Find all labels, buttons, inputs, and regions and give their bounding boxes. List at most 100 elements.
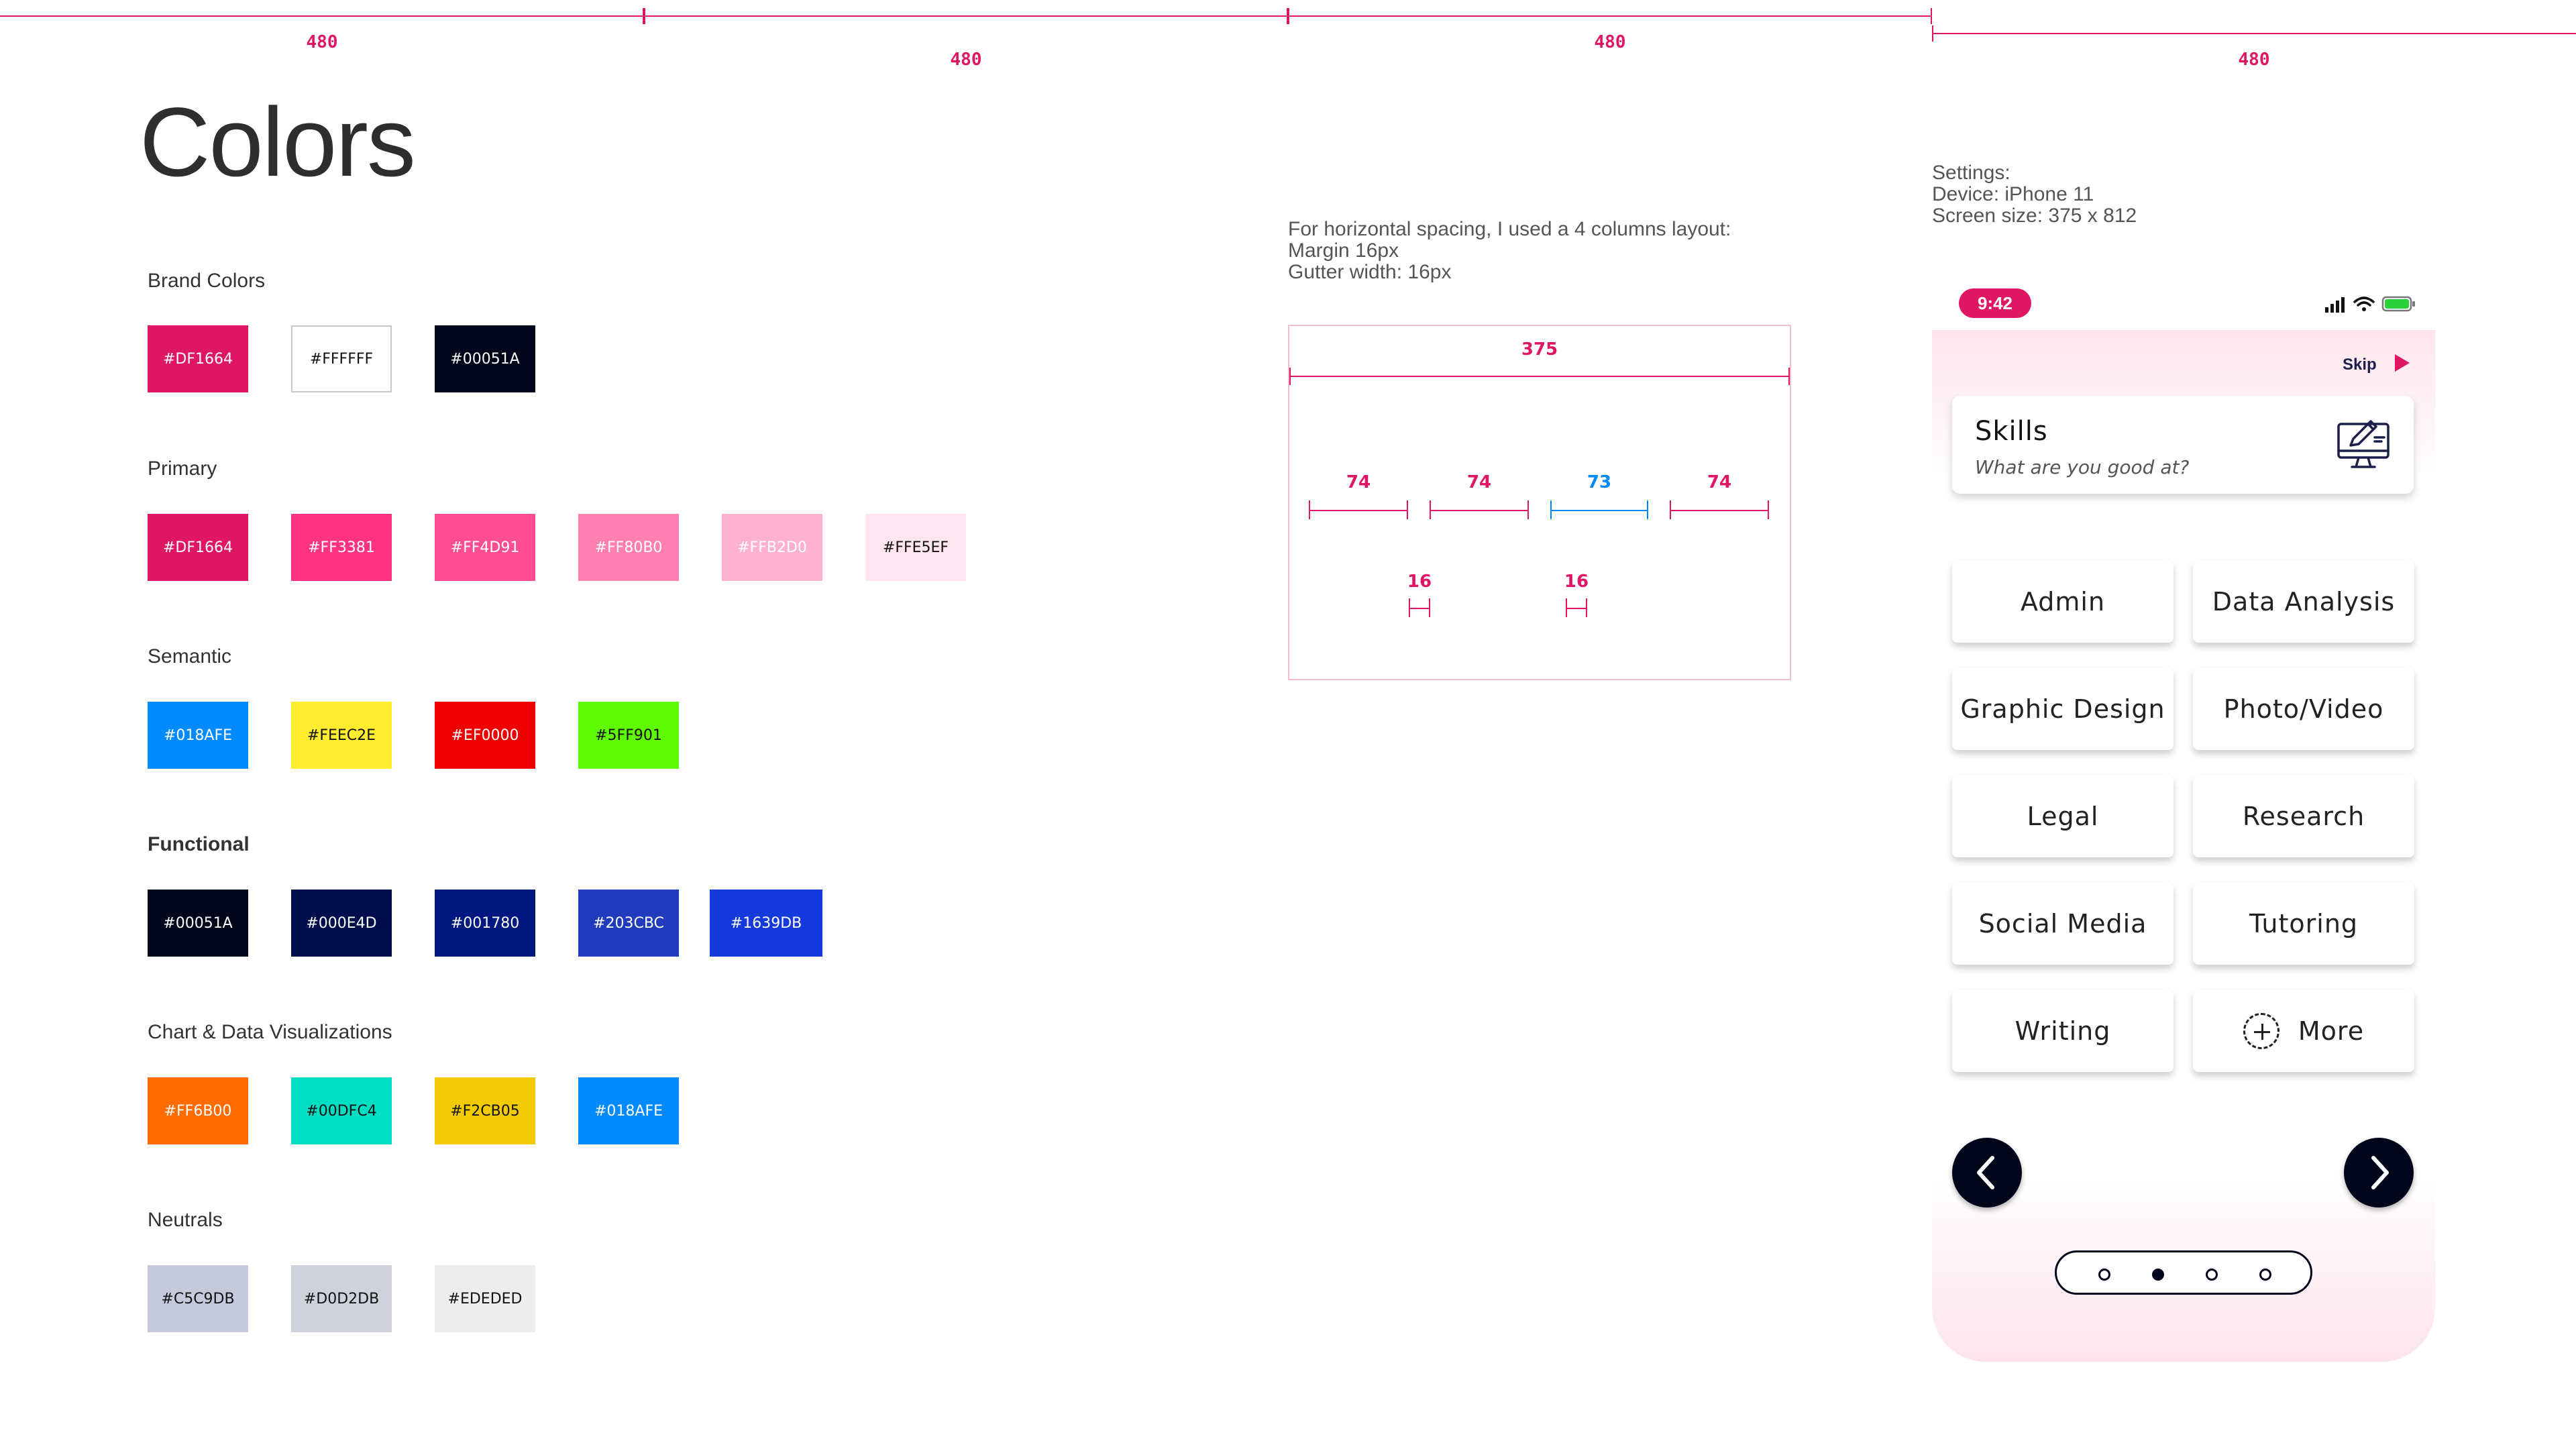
page-dot-2[interactable] xyxy=(2152,1269,2164,1281)
swatch-primary-6: #FFE5EF xyxy=(865,514,966,581)
skill-button-graphic-design[interactable]: Graphic Design xyxy=(1952,668,2174,750)
column-ruler-1 xyxy=(0,8,644,24)
swatch-semantic-4: #5FF901 xyxy=(578,702,679,769)
swatch-chart-2: #00DFC4 xyxy=(291,1077,392,1144)
spec-column-2-label: 74 xyxy=(1466,472,1492,492)
spec-column-1-line xyxy=(1309,510,1408,511)
page-dot-1[interactable] xyxy=(2098,1269,2110,1281)
page-indicator xyxy=(2055,1250,2312,1295)
spec-column-4-tick-left xyxy=(1670,500,1671,519)
spec-gutter-2-tick-right xyxy=(1586,598,1587,617)
spec-column-3-line xyxy=(1550,510,1648,511)
swatch-functional-1: #00051A xyxy=(148,890,248,957)
swatch-chart-1: #FF6B00 xyxy=(148,1077,248,1144)
swatch-semantic-3: #EF0000 xyxy=(435,702,535,769)
swatch-functional-2: #000E4D xyxy=(291,890,392,957)
column-ruler-3 xyxy=(1288,8,1932,24)
spec-gutter-1-line xyxy=(1409,608,1430,609)
skills-subtitle: What are you good at? xyxy=(1975,456,2190,478)
group-title-functional: Functional xyxy=(148,833,250,855)
spec-width-tick-left xyxy=(1289,368,1291,385)
ruler-label-3: 480 xyxy=(1594,32,1626,52)
skill-button-photo-video[interactable]: Photo/Video xyxy=(2193,668,2414,750)
swatch-primary-1: #DF1664 xyxy=(148,514,248,581)
ruler-label-4: 480 xyxy=(2238,50,2270,70)
swatch-primary-3: #FF4D91 xyxy=(435,514,535,581)
swatch-brand-2: #FFFFFF xyxy=(291,325,392,392)
spec-column-1-tick-right xyxy=(1407,500,1408,519)
spec-gutter-1-tick-right xyxy=(1429,598,1430,617)
spec-column-2-line xyxy=(1430,510,1529,511)
group-title-semantic: Semantic xyxy=(148,645,232,667)
ruler-label-2: 480 xyxy=(950,50,982,70)
spacing-spec-frame xyxy=(1288,325,1791,680)
spec-column-4-label: 74 xyxy=(1707,472,1732,492)
swatch-primary-4: #FF80B0 xyxy=(578,514,679,581)
more-label: More xyxy=(2298,1016,2365,1046)
spec-column-3-label: 73 xyxy=(1587,472,1612,492)
swatch-primary-2: #FF3381 xyxy=(291,514,392,581)
swatch-neutral-1: #C5C9DB xyxy=(148,1265,248,1332)
spec-gutter-1-tick-left xyxy=(1409,598,1410,617)
spec-width-line xyxy=(1289,376,1790,377)
swatch-functional-5: #1639DB xyxy=(710,890,822,957)
page-title: Colors xyxy=(140,87,416,197)
spacing-note-line-2: Margin 16px xyxy=(1288,239,1399,262)
group-title-chart: Chart & Data Visualizations xyxy=(148,1021,392,1043)
spec-gutter-2-label: 16 xyxy=(1564,572,1589,592)
skill-button-more[interactable]: More xyxy=(2193,990,2414,1072)
skip-arrow-icon[interactable] xyxy=(2395,354,2410,372)
status-icons xyxy=(2325,296,2415,313)
skill-button-writing[interactable]: Writing xyxy=(1952,990,2174,1072)
spacing-note-line-1: For horizontal spacing, I used a 4 colum… xyxy=(1288,218,1731,240)
page-dot-4[interactable] xyxy=(2259,1269,2271,1281)
swatch-neutral-3: #EDEDED xyxy=(435,1265,535,1332)
skill-button-social-media[interactable]: Social Media xyxy=(1952,883,2174,965)
page-dot-3[interactable] xyxy=(2206,1269,2218,1281)
signal-icon xyxy=(2325,297,2345,313)
previous-button[interactable] xyxy=(1952,1138,2022,1208)
swatch-functional-3: #001780 xyxy=(435,890,535,957)
column-ruler-4 xyxy=(1932,25,2576,42)
swatch-chart-4: #018AFE xyxy=(578,1077,679,1144)
ruler-label-1: 480 xyxy=(306,32,338,52)
wifi-icon xyxy=(2353,297,2375,307)
next-button[interactable] xyxy=(2344,1138,2414,1208)
spec-gutter-2-tick-left xyxy=(1566,598,1567,617)
swatch-semantic-2: #FEEC2E xyxy=(291,702,392,769)
skill-button-tutoring[interactable]: Tutoring xyxy=(2193,883,2414,965)
battery-icon xyxy=(2381,296,2415,312)
spec-column-3-tick-left xyxy=(1550,500,1552,519)
swatch-functional-4: #203CBC xyxy=(578,890,679,957)
settings-note: Settings: Device: iPhone 11 Screen size:… xyxy=(1932,162,2137,227)
status-time: 9:42 xyxy=(1959,288,2031,318)
settings-line-2: Device: iPhone 11 xyxy=(1932,183,2094,205)
skills-card: Skills What are you good at? xyxy=(1952,396,2414,494)
skill-button-data-analysis[interactable]: Data Analysis xyxy=(2193,561,2414,643)
spec-column-4-line xyxy=(1670,510,1769,511)
swatch-brand-3: #00051A xyxy=(435,325,535,392)
spacing-note: For horizontal spacing, I used a 4 colum… xyxy=(1288,219,1731,283)
group-title-brand: Brand Colors xyxy=(148,270,266,292)
spec-column-2-tick-right xyxy=(1527,500,1529,519)
skill-button-legal[interactable]: Legal xyxy=(1952,775,2174,857)
skill-button-research[interactable]: Research xyxy=(2193,775,2414,857)
swatch-primary-5: #FFB2D0 xyxy=(722,514,822,581)
spec-column-1-tick-left xyxy=(1309,500,1310,519)
swatch-chart-3: #F2CB05 xyxy=(435,1077,535,1144)
spec-width-tick-right xyxy=(1788,368,1790,385)
settings-line-3: Screen size: 375 x 812 xyxy=(1932,205,2137,227)
group-title-primary: Primary xyxy=(148,458,217,480)
spec-column-3-tick-right xyxy=(1647,500,1648,519)
settings-line-1: Settings: xyxy=(1932,162,2010,184)
skip-link[interactable]: Skip xyxy=(2343,356,2377,374)
add-circle-icon xyxy=(2243,1013,2279,1049)
swatch-neutral-2: #D0D2DB xyxy=(291,1265,392,1332)
spec-column-1-label: 74 xyxy=(1346,472,1371,492)
spacing-note-line-3: Gutter width: 16px xyxy=(1288,261,1452,283)
spec-width-label: 375 xyxy=(1521,339,1558,360)
spec-gutter-1-label: 16 xyxy=(1407,572,1432,592)
spec-column-2-tick-left xyxy=(1430,500,1431,519)
group-title-neutrals: Neutrals xyxy=(148,1209,223,1231)
skill-button-admin[interactable]: Admin xyxy=(1952,561,2174,643)
